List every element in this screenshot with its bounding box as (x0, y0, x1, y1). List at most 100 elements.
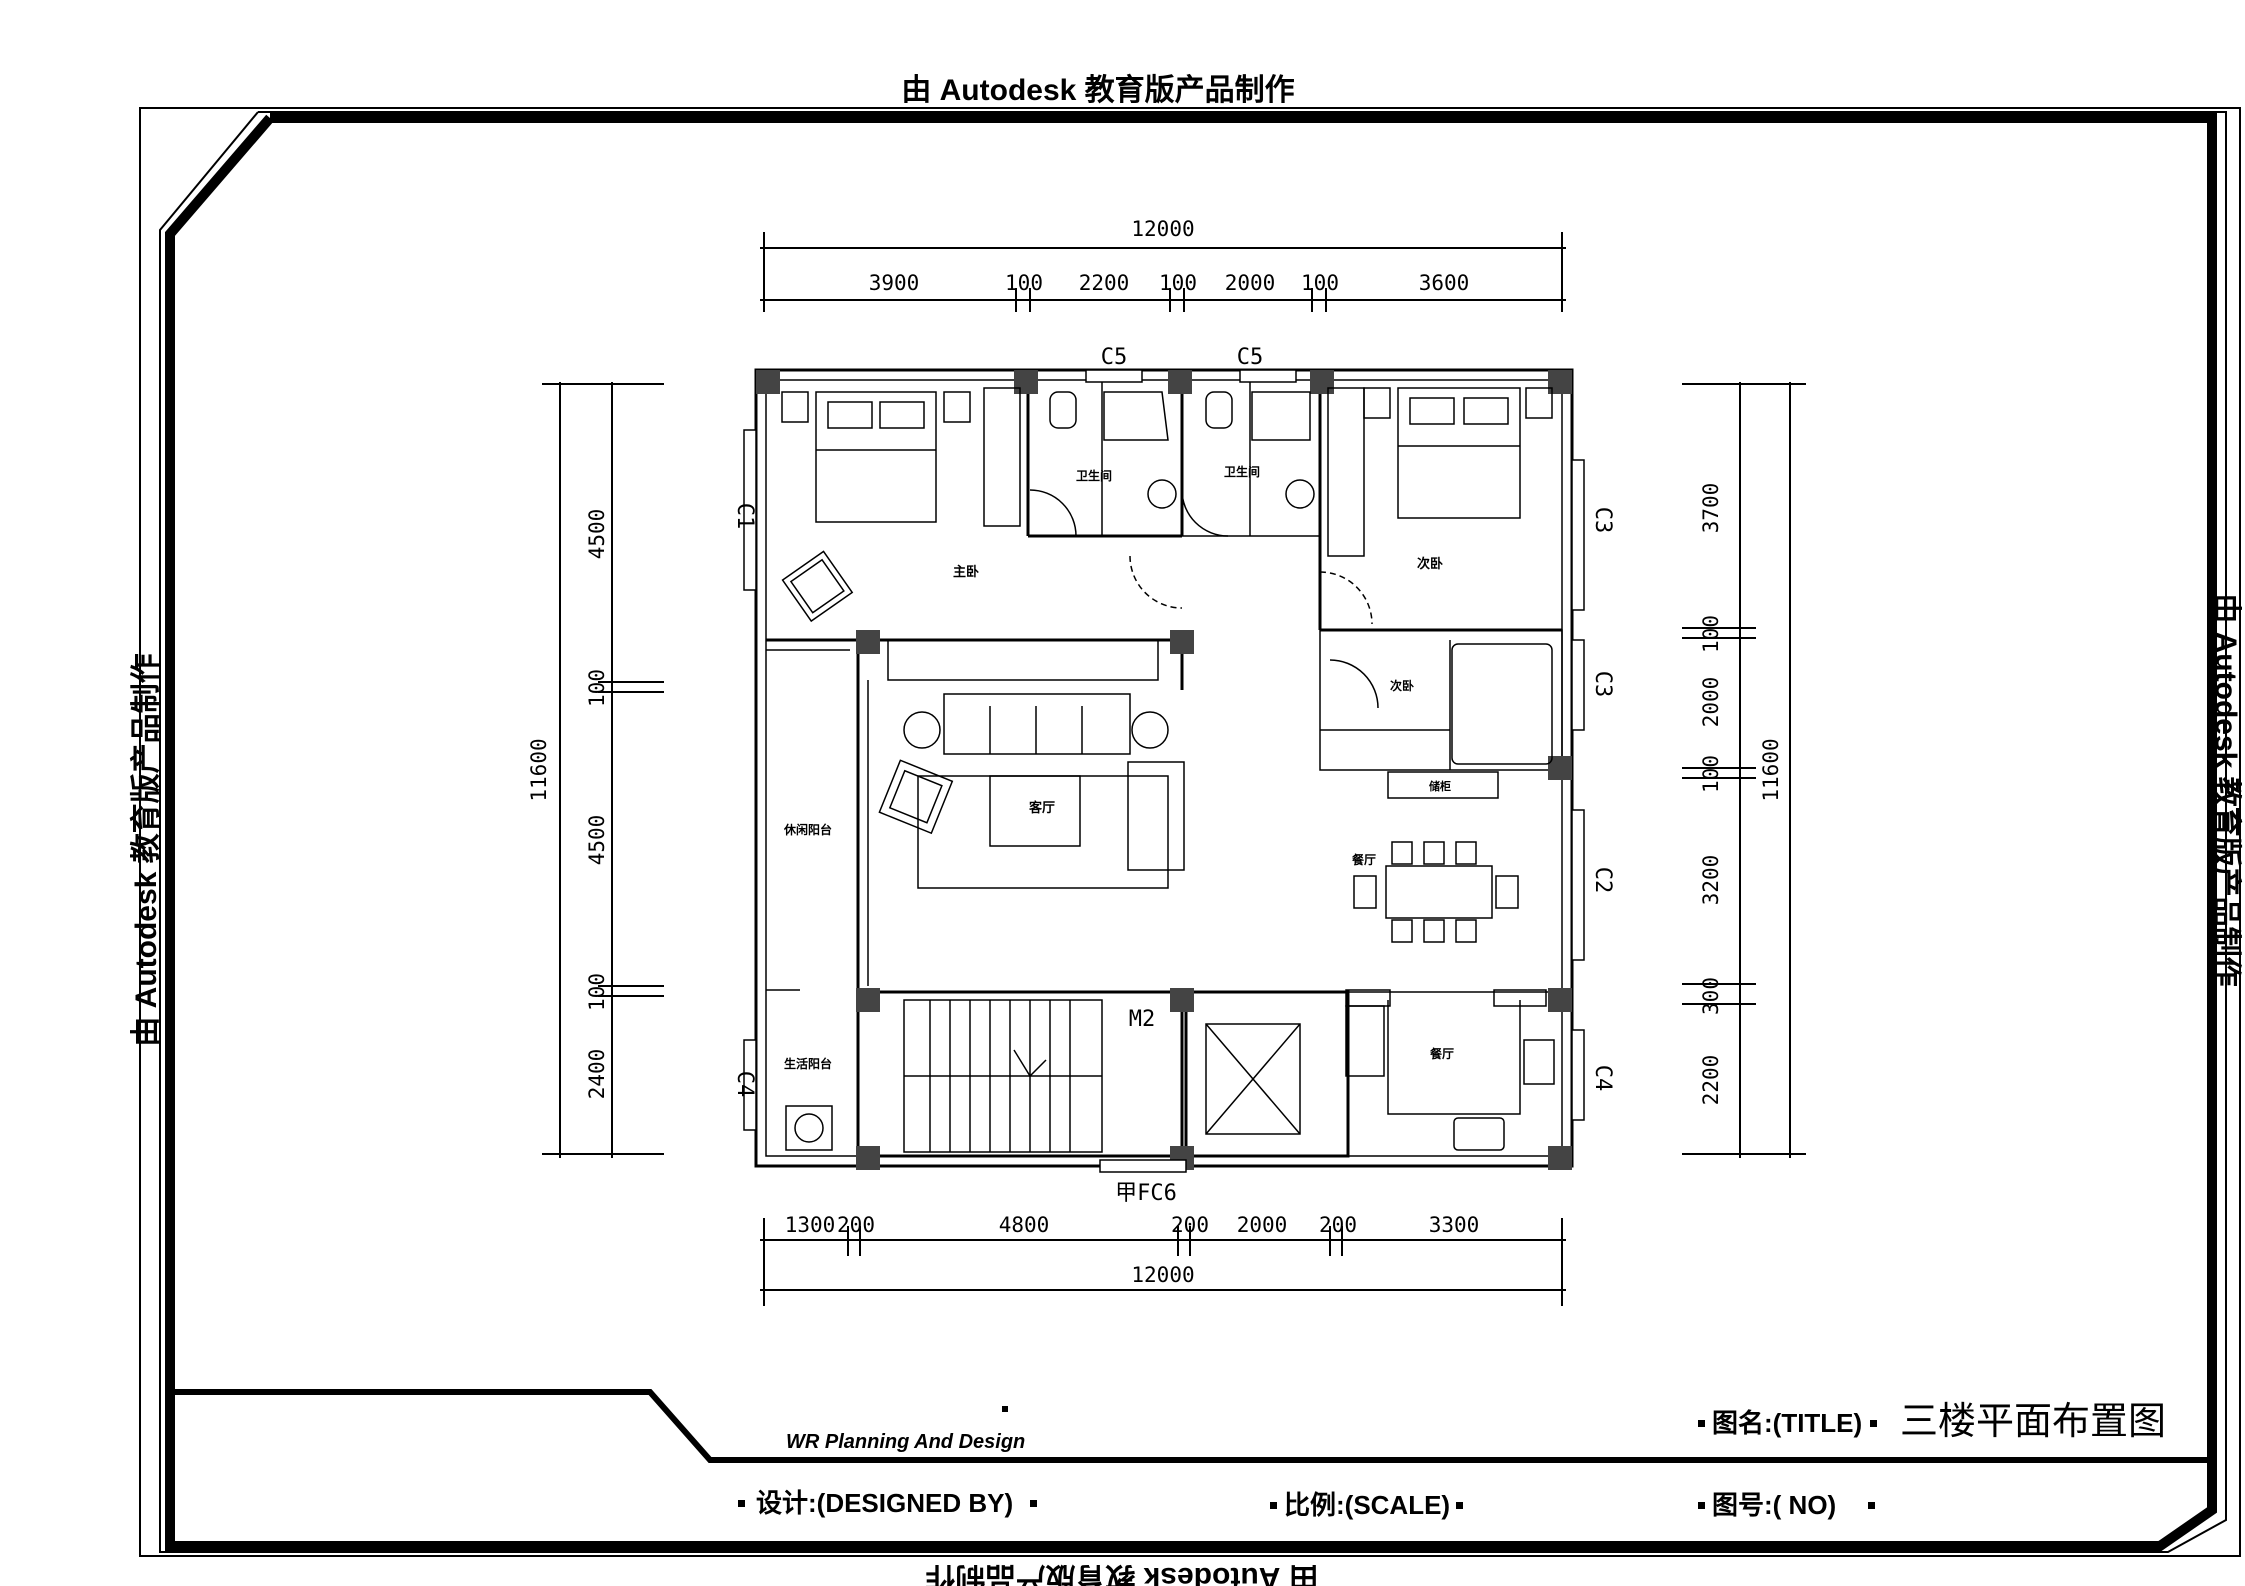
dim-top-total: 12000 (1131, 217, 1194, 241)
staircase (903, 999, 1103, 1153)
toilet-left (1049, 391, 1077, 429)
title-label: 图名:(TITLE) (1712, 1408, 1862, 1438)
label-bath-left: 卫生间 (1076, 468, 1112, 483)
label-leisure-balcony: 休闲阳台 (783, 822, 832, 837)
door-arc-bath-left (1029, 489, 1077, 537)
armchair-bedroom (781, 550, 854, 623)
window-c5-right: C5 (1237, 345, 1264, 370)
kitchen-shelf-right (1493, 989, 1547, 1007)
dim-right-1: 3700 (1699, 483, 1723, 534)
kitchen-counter (1387, 1000, 1521, 1115)
dimension-lines (542, 232, 1806, 1306)
watermark-left: 由 Autodesk 教育版产品制作 (129, 653, 163, 1046)
dim-right-3: 2000 (1699, 677, 1723, 728)
label-dining-room: 餐厅 (1352, 852, 1376, 867)
living-rug (917, 775, 1169, 889)
dim-top-3: 2200 (1079, 271, 1130, 295)
window-c4-right: C4 (1590, 1065, 1615, 1092)
door-arc-bath-right (1181, 489, 1229, 537)
master-wardrobe (983, 387, 1021, 527)
furniture (781, 387, 1555, 1153)
dim-bottom-7: 3300 (1429, 1213, 1480, 1237)
watermark-right: 由 Autodesk 教育版产品制作 (2209, 593, 2243, 986)
dining-chairs (1353, 841, 1519, 943)
dim-right-total: 11600 (1759, 738, 1783, 801)
brand-text: WR Planning And Design (786, 1431, 1025, 1453)
window-c1: C1 (732, 503, 757, 530)
coffee-table (989, 775, 1081, 847)
master-bed (781, 391, 971, 523)
dim-left-4: 100 (585, 973, 609, 1011)
sofa-side (1127, 761, 1185, 871)
dim-top-4: 100 (1159, 271, 1197, 295)
dim-bottom-5: 2000 (1237, 1213, 1288, 1237)
sheet-border (139, 107, 2241, 1557)
watermark-bottom: 由 Autodesk 教育版产品制作 (925, 1561, 1318, 1586)
kitchen-shelf-left (1345, 989, 1391, 1007)
dim-bottom-3: 4800 (999, 1213, 1050, 1237)
label-kitchen: 餐厅 (1430, 1046, 1454, 1061)
elevator (1205, 1023, 1301, 1135)
dining-table (1385, 865, 1493, 919)
window-c3-mid: C3 (1590, 671, 1615, 698)
door-arc-second (1319, 571, 1373, 625)
label-master-bedroom: 主卧 (953, 564, 979, 580)
second-wardrobe (1327, 387, 1365, 557)
title-block-bullets (738, 1420, 1877, 1509)
dim-left-1: 4500 (585, 509, 609, 560)
label-second-bedroom: 次卧 (1417, 556, 1443, 572)
second-bed (1363, 387, 1553, 519)
dim-top-7: 3600 (1419, 271, 1470, 295)
title-value: 三楼平面布置图 (1900, 1399, 2166, 1443)
number-label: 图号:( NO) (1712, 1490, 1836, 1520)
label-small-bedroom: 次卧 (1390, 678, 1414, 693)
dim-right-5: 3200 (1699, 855, 1723, 906)
dim-left-2: 100 (585, 669, 609, 707)
dim-top-5: 2000 (1225, 271, 1276, 295)
kitchen-stove (1453, 1117, 1505, 1151)
washing-machine (785, 1105, 833, 1151)
washing-drum (794, 1113, 824, 1143)
label-bath-right: 卫生间 (1224, 464, 1260, 479)
label-service-balcony: 生活阳台 (784, 1056, 832, 1071)
basin-right (1285, 479, 1315, 509)
dim-top-6: 100 (1301, 271, 1339, 295)
basin-left (1147, 479, 1177, 509)
dim-right-4: 100 (1699, 755, 1723, 793)
scale-label: 比例:(SCALE) (1284, 1490, 1450, 1520)
dim-top-1: 3900 (869, 271, 920, 295)
shower-right (1251, 391, 1311, 441)
fridge (1345, 1005, 1385, 1077)
dim-bottom-6: 200 (1319, 1213, 1357, 1237)
door-fc6: 甲FC6 (1115, 1181, 1177, 1206)
dim-bottom-2: 200 (837, 1213, 875, 1237)
label-living-room: 客厅 (1029, 800, 1055, 816)
designed-by-label: 设计:(DESIGNED BY) (756, 1488, 1013, 1518)
window-c4-left: C4 (732, 1071, 757, 1098)
window-c2: C2 (1590, 867, 1615, 894)
sofa-three-seat (903, 693, 1169, 755)
shower-left (1103, 391, 1169, 441)
dim-right-6: 300 (1699, 977, 1723, 1015)
window-c3-top: C3 (1590, 507, 1615, 534)
toilet-right (1205, 391, 1233, 429)
armchair-living (878, 759, 954, 835)
window-c5-left: C5 (1101, 345, 1128, 370)
watermark-top: 由 Autodesk 教育版产品制作 (901, 73, 1294, 107)
door-m2: M2 (1129, 1007, 1156, 1032)
window-symbols (743, 369, 1585, 1173)
small-wardrobe (1387, 771, 1499, 799)
dim-bottom-4: 200 (1171, 1213, 1209, 1237)
dim-left-5: 2400 (585, 1049, 609, 1100)
wall-columns (756, 370, 1572, 1170)
kitchen-sink (1523, 1039, 1555, 1085)
small-bed (1451, 643, 1553, 765)
living-cabinet (887, 639, 1159, 681)
dim-right-2: 100 (1699, 615, 1723, 653)
title-block-marker (1002, 1406, 1008, 1412)
dim-right-7: 2200 (1699, 1055, 1723, 1106)
dim-left-total: 11600 (527, 738, 551, 801)
dim-left-3: 4500 (585, 815, 609, 866)
door-arc-master (1129, 555, 1183, 609)
